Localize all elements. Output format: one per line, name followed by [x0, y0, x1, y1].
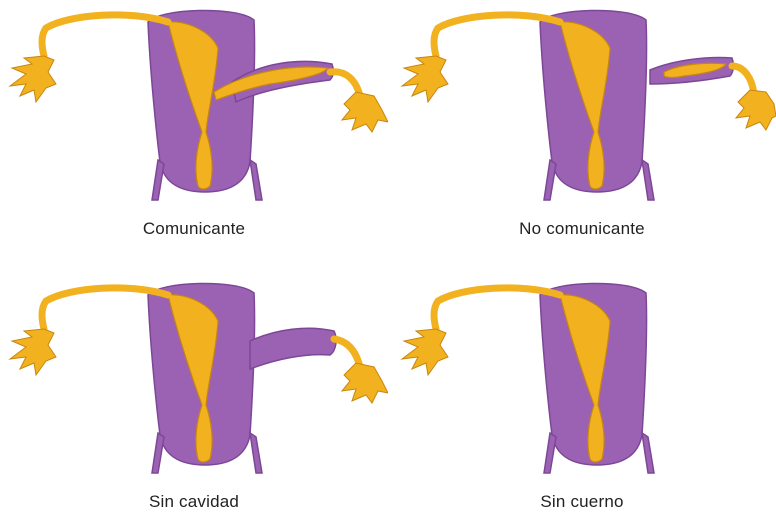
panel-caption: No comunicante — [388, 219, 776, 239]
left-fallopian-tube — [10, 15, 168, 102]
uterus-illustration-sin-cavidad — [0, 259, 388, 518]
panel-no-comunicante: No comunicante — [388, 0, 776, 259]
panel-caption: Comunicante — [0, 219, 388, 239]
left-fallopian-tube — [10, 288, 168, 375]
right-fallopian-tube — [732, 66, 776, 130]
panel-comunicante: Comunicante — [0, 0, 388, 259]
left-fallopian-tube — [402, 288, 560, 375]
rudimentary-horn-solid — [250, 328, 336, 369]
right-fallopian-tube — [330, 72, 388, 132]
panel-caption: Sin cavidad — [0, 492, 388, 512]
panel-caption: Sin cuerno — [388, 492, 776, 512]
uterus-illustration-sin-cuerno — [388, 259, 776, 518]
left-fallopian-tube — [402, 15, 560, 102]
panel-sin-cuerno: Sin cuerno — [388, 259, 776, 518]
panel-sin-cavidad: Sin cavidad — [0, 259, 388, 518]
right-fallopian-tube — [334, 339, 388, 403]
